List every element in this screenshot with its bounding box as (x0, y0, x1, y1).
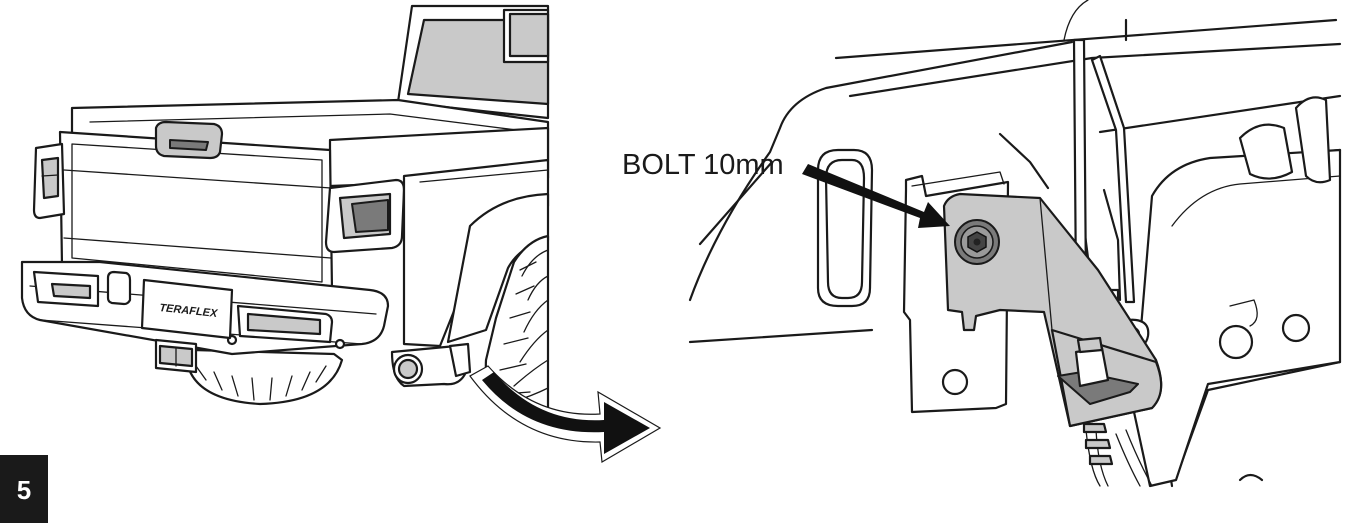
tail-light-left (32, 142, 66, 220)
bolt-callout-label: BOLT 10mm (622, 149, 784, 181)
bolt-10mm (954, 219, 1000, 265)
step-number-badge: 5 (0, 455, 48, 523)
truck-rear-illustration: TERAFLEX (20, 4, 662, 463)
bolt-callout-arrow (802, 164, 950, 228)
step-number-label: 5 (17, 475, 31, 505)
tailgate (58, 120, 334, 292)
exhaust-pipe (390, 342, 472, 388)
rear-bumper: TERAFLEX (20, 260, 390, 356)
bracket-hole-lower (941, 368, 969, 396)
hitch-receiver (154, 338, 198, 374)
direction-arrow (469, 365, 662, 463)
tail-light-right (324, 178, 406, 254)
frame-slot-inner (824, 158, 866, 300)
cab (396, 4, 550, 120)
license-plate (140, 278, 234, 340)
rear-fender (402, 158, 550, 348)
detail-view: BOLT 10mm (622, 0, 1342, 488)
mounting-bracket-gray (942, 192, 1163, 428)
rear-tire (184, 234, 550, 422)
body-panel (1132, 96, 1342, 488)
